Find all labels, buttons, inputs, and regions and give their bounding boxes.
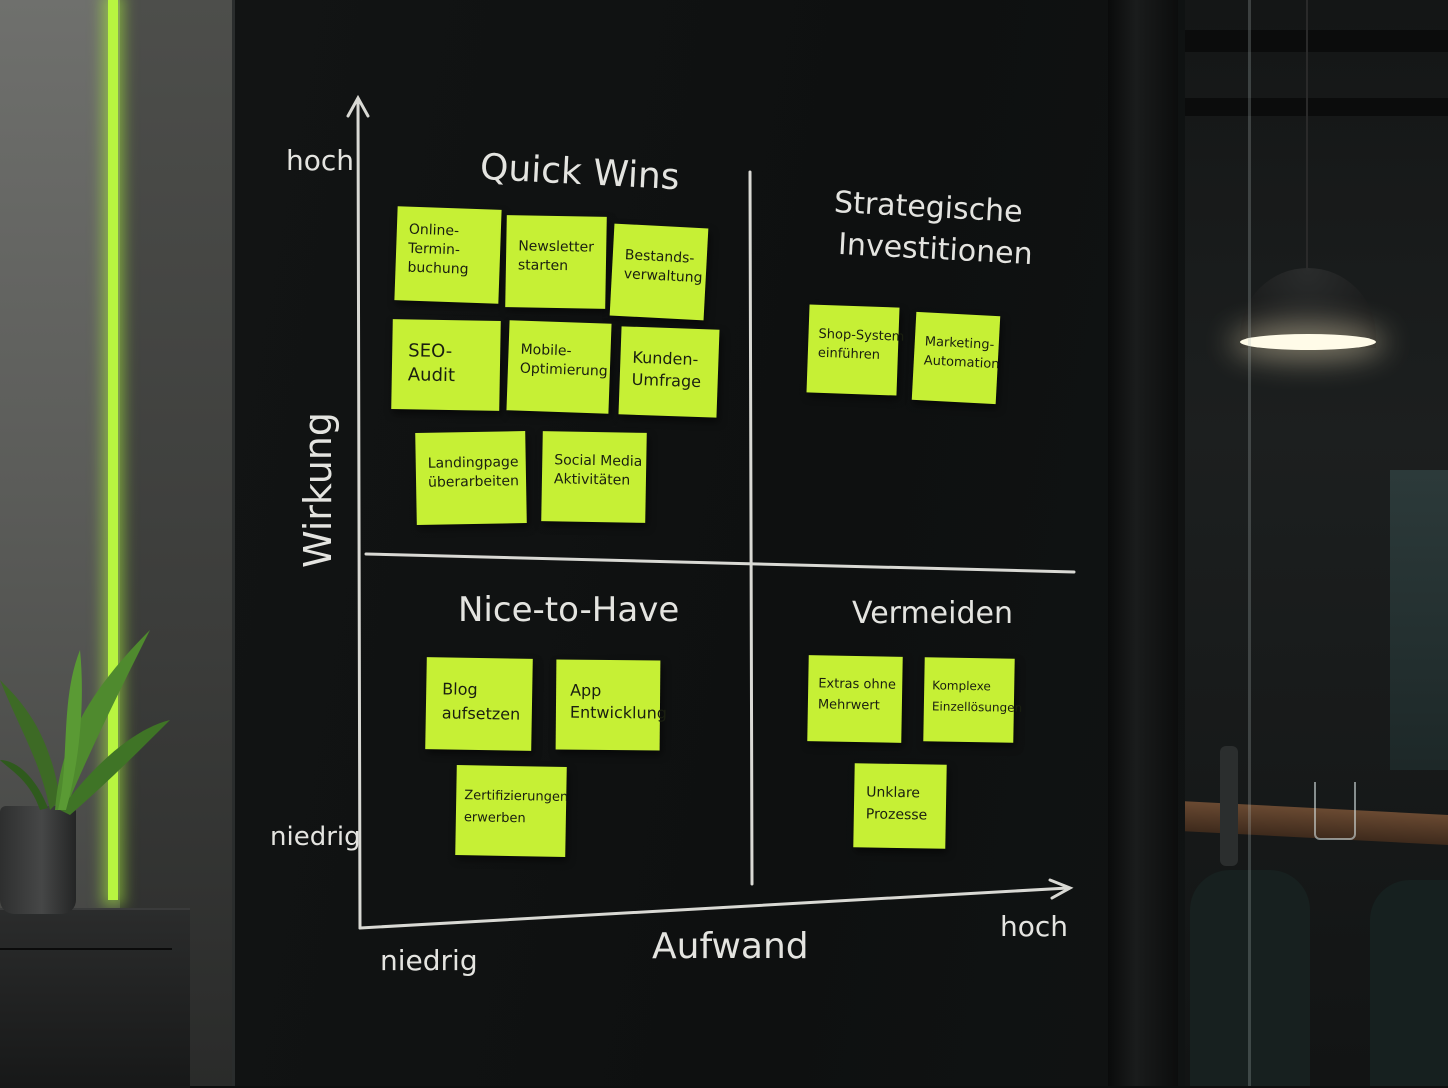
sticky-note: Marketing- Automation	[911, 311, 1001, 405]
sticky-note: Online- Termin- buchung	[394, 206, 502, 304]
note-text: buchung	[407, 259, 469, 278]
room-window	[1390, 470, 1448, 770]
x-axis-title: Aufwand	[652, 926, 809, 967]
note-text: Shop-System	[818, 326, 905, 345]
y-axis-high-label: hoch	[286, 144, 355, 177]
plant-pot	[0, 806, 76, 914]
drinking-glass	[1314, 782, 1356, 840]
sticky-note: Social Media Aktivitäten	[541, 431, 647, 523]
lamp-cord	[1306, 0, 1308, 270]
x-axis-arrowhead	[1048, 878, 1074, 900]
note-text: verwaltung	[623, 266, 703, 287]
vertical-divider	[748, 170, 754, 886]
door-frame	[1108, 0, 1178, 1086]
concrete-panel	[120, 0, 232, 1086]
y-axis-low-label: niedrig	[270, 822, 361, 852]
sticky-note: Bestands- verwaltung	[609, 223, 709, 321]
y-axis-title: Wirkung	[296, 411, 340, 569]
cabinet-drawer	[0, 948, 172, 950]
ceiling-beam	[1180, 30, 1448, 52]
note-text: starten	[517, 257, 569, 275]
note-text: App	[570, 680, 602, 700]
note-text: Automation	[923, 353, 1000, 373]
plant-leaves	[0, 630, 170, 815]
sticky-note: Extras ohne Mehrwert	[807, 655, 903, 743]
sticky-note: Shop-System einführen	[806, 304, 905, 396]
sticky-note: Newsletter starten	[505, 215, 607, 309]
glass-door-edge	[1248, 0, 1251, 1086]
note-text: erwerben	[463, 810, 526, 827]
note-text: aufsetzen	[441, 703, 521, 724]
sideboard-cabinet	[0, 908, 190, 1088]
note-text: Audit	[407, 364, 456, 387]
x-axis-low-label: niedrig	[380, 944, 478, 977]
sticky-note: Zertifizierungen erwerben	[455, 765, 569, 857]
quadrant-title-avoid: Vermeiden	[852, 596, 1013, 631]
chair	[1190, 870, 1310, 1086]
note-text: Umfrage	[631, 369, 702, 392]
led-light-strip	[108, 0, 118, 900]
sticky-note: Landingpage überarbeiten	[415, 431, 527, 525]
note-text: Prozesse	[865, 806, 928, 824]
blackboard	[232, 0, 1185, 1086]
note-text: SEO-	[408, 340, 453, 363]
x-axis-line	[358, 886, 1070, 930]
y-axis-arrowhead	[346, 94, 370, 118]
ceiling-beam	[1180, 98, 1448, 116]
note-text: Zertifizierungen	[464, 788, 569, 805]
note-text: einführen	[817, 345, 881, 363]
x-axis-high-label: hoch	[1000, 910, 1069, 943]
door-handle	[1220, 746, 1238, 866]
note-text: Unklare	[866, 784, 921, 802]
note-text: Social Media	[554, 452, 643, 470]
sticky-note: SEO- Audit	[391, 319, 501, 411]
note-text: Extras ohne	[818, 676, 897, 693]
note-text: überarbeiten	[427, 473, 520, 491]
horizontal-divider	[364, 552, 1076, 574]
note-text: Entwicklung	[569, 702, 668, 723]
note-text: Blog	[442, 679, 478, 699]
note-text: Optimierung	[519, 360, 608, 380]
sticky-note: Unklare Prozesse	[853, 763, 947, 849]
sticky-note: App Entwicklung	[555, 659, 668, 751]
chair	[1370, 880, 1448, 1086]
sticky-note: Kunden- Umfrage	[618, 326, 720, 418]
sticky-note: Komplexe Einzellösungen	[923, 657, 1023, 743]
quadrant-title-nice-to-have: Nice-to-Have	[458, 590, 680, 630]
note-text: Einzellösungen	[931, 699, 1023, 715]
lamp-light	[1240, 334, 1376, 350]
sticky-note: Mobile- Optimierung	[506, 320, 612, 414]
note-text: Kunden-	[632, 347, 699, 370]
note-text: Mehrwert	[817, 697, 880, 714]
y-axis-line	[356, 98, 362, 930]
note-text: Landingpage	[427, 454, 519, 472]
note-text: Aktivitäten	[553, 471, 631, 489]
sticky-note: Blog aufsetzen	[425, 657, 533, 751]
note-text: Komplexe	[932, 678, 991, 694]
note-text: Newsletter	[518, 238, 595, 256]
